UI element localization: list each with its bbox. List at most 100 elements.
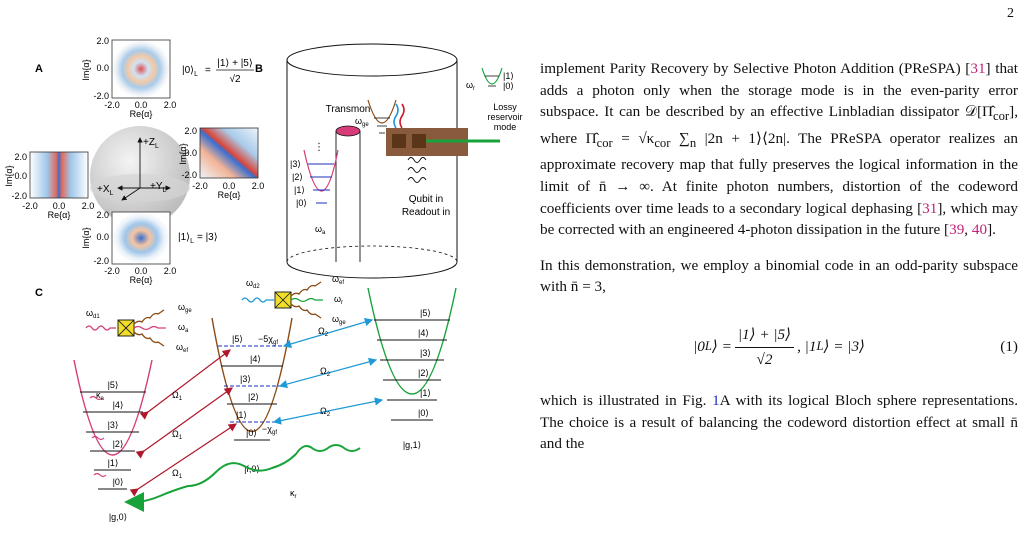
svg-text:0.0: 0.0 — [135, 266, 148, 276]
svg-text:ωr: ωr — [466, 80, 475, 92]
svg-text:κa: κa — [96, 390, 105, 402]
svg-text:0.0: 0.0 — [184, 148, 197, 158]
svg-text:|1⟩ + |5⟩: |1⟩ + |5⟩ — [217, 58, 253, 69]
logical-one-definition: |1⟩L= |3⟩ — [178, 232, 218, 245]
svg-text:-2.0: -2.0 — [192, 181, 208, 191]
paragraph-illustrated: which is illustrated in Fig. 1A with its… — [540, 392, 1018, 453]
svg-text:|5⟩: |5⟩ — [232, 334, 243, 344]
svg-text:|1⟩: |1⟩ — [236, 410, 247, 420]
svg-text:-2.0: -2.0 — [104, 100, 120, 110]
svg-text:−5χgf: −5χgf — [258, 334, 278, 346]
wigner-plot-top: 2.0 0.0 -2.0 -2.0 0.0 2.0 Re{α} Im{α} — [81, 36, 176, 119]
svg-text:ωge: ωge — [355, 116, 369, 128]
svg-text:|0⟩: |0⟩ — [113, 477, 124, 487]
svg-text:ωge: ωge — [332, 314, 346, 326]
paragraph-binomial: In this demonstration, we employ a binom… — [540, 256, 1018, 296]
svg-text:|4⟩: |4⟩ — [250, 354, 261, 364]
svg-text:+XL: +XL — [97, 184, 114, 197]
svg-text:ωa: ωa — [315, 224, 326, 236]
kappa-r-decay: κr — [124, 444, 361, 512]
svg-text:ωef: ωef — [332, 274, 344, 286]
svg-text:|1⟩: |1⟩ — [108, 458, 119, 468]
svg-text:|2⟩: |2⟩ — [292, 172, 303, 182]
svg-text:Re{α}: Re{α} — [130, 275, 153, 285]
svg-text:Re{α}: Re{α} — [218, 190, 241, 200]
paragraph-prespa: implement Parity Recovery by Selective P… — [540, 60, 1018, 239]
svg-text:|4⟩: |4⟩ — [418, 328, 429, 338]
svg-text:−χgf: −χgf — [262, 424, 277, 436]
svg-text:0.0: 0.0 — [135, 100, 148, 110]
svg-text:Readout in: Readout in — [402, 207, 450, 218]
drive-d1: ωd1 ωge ωa ωef — [85, 302, 192, 354]
bloch-sphere: +ZL +XL +YL — [90, 126, 190, 226]
svg-text:ωd2: ωd2 — [246, 278, 260, 290]
svg-text:ωa: ωa — [178, 322, 189, 334]
citation-link[interactable]: 40 — [971, 221, 988, 239]
svg-text:2.0: 2.0 — [184, 126, 197, 136]
page-number: 2 — [1007, 6, 1014, 21]
svg-text:0.0: 0.0 — [96, 232, 109, 242]
cavity-diagram — [286, 43, 458, 279]
svg-text:|3⟩: |3⟩ — [420, 348, 431, 358]
svg-text:Qubit in: Qubit in — [409, 194, 443, 205]
omega2-transitions: Ω2 Ω2 Ω2 — [272, 318, 384, 425]
svg-text:|3⟩: |3⟩ — [240, 374, 251, 384]
svg-text:+YL: +YL — [150, 181, 167, 194]
svg-text:2.0: 2.0 — [96, 210, 109, 220]
citation-link[interactable]: 31 — [922, 199, 938, 217]
svg-text:ωr: ωr — [334, 294, 343, 306]
well-f0: |5⟩ |4⟩ |3⟩ |2⟩ |1⟩ |0⟩ −5χgf −χgf |f,0⟩ — [211, 317, 293, 474]
storage-level-ladder: ⋮ |3⟩ |2⟩ |1⟩ |0⟩ ωa — [290, 142, 339, 236]
svg-text:Re{α}: Re{α} — [48, 210, 71, 220]
svg-text:|g,1⟩: |g,1⟩ — [403, 440, 421, 450]
svg-text:|g,0⟩: |g,0⟩ — [109, 512, 127, 522]
svg-text:mode: mode — [494, 122, 517, 132]
svg-text:ωef: ωef — [176, 342, 188, 354]
citation-link[interactable]: 39 — [949, 221, 965, 239]
svg-text:Im{α}: Im{α} — [4, 165, 14, 186]
svg-text:|4⟩: |4⟩ — [113, 400, 124, 410]
svg-text:√2: √2 — [229, 73, 240, 85]
svg-text:-2.0: -2.0 — [104, 266, 120, 276]
svg-text:|2⟩: |2⟩ — [418, 368, 429, 378]
svg-text:-2.0: -2.0 — [93, 256, 109, 266]
svg-text:Ω1: Ω1 — [172, 390, 183, 402]
svg-text:|0⟩: |0⟩ — [418, 408, 429, 418]
svg-text:2.0: 2.0 — [164, 100, 177, 110]
svg-text:+ZL: +ZL — [143, 137, 159, 150]
svg-text:Ω2: Ω2 — [318, 326, 329, 338]
svg-text:|3⟩: |3⟩ — [290, 159, 301, 169]
svg-text:0.0: 0.0 — [223, 181, 236, 191]
wigner-plot-left: 2.0 0.0 -2.0 -2.0 0.0 2.0 Re{α} Im{α} — [4, 151, 94, 220]
svg-text:0.0: 0.0 — [96, 63, 109, 73]
svg-text:Im{α}: Im{α} — [81, 59, 91, 80]
svg-text:ωge: ωge — [178, 302, 192, 314]
svg-text:0.0: 0.0 — [14, 171, 27, 181]
svg-text:ωd1: ωd1 — [86, 308, 100, 320]
qubit-chip: Qubit in Readout in — [386, 103, 500, 218]
svg-text:reservoir: reservoir — [487, 112, 522, 122]
svg-text:Re{α}: Re{α} — [130, 109, 153, 119]
logical-zero-definition: |0⟩L = |1⟩ + |5⟩ √2 — [182, 58, 254, 85]
svg-text:|0⟩L: |0⟩L — [182, 65, 198, 78]
svg-text:Ω1: Ω1 — [172, 429, 183, 441]
body-text-column: implement Parity Recovery by Selective P… — [540, 58, 1018, 469]
svg-text:-2.0: -2.0 — [181, 170, 197, 180]
omega1-transitions: Ω1 Ω1 Ω1 — [129, 349, 238, 497]
figure-link[interactable]: 1 — [712, 392, 720, 409]
citation-link[interactable]: 31 — [970, 60, 986, 77]
panel-a-letter: A — [35, 63, 43, 75]
svg-text:Ω1: Ω1 — [172, 468, 183, 480]
svg-text:Lossy: Lossy — [493, 102, 517, 112]
wigner-plot-bottom: 2.0 0.0 -2.0 -2.0 0.0 2.0 Re{α} Im{α} — [81, 210, 176, 285]
svg-text:Ω2: Ω2 — [320, 366, 331, 378]
svg-text:2.0: 2.0 — [252, 181, 265, 191]
svg-text:|2⟩: |2⟩ — [113, 439, 124, 449]
drive-d2: ωd2 ωef ωr ωge — [241, 274, 346, 326]
panel-c-letter: C — [35, 287, 43, 299]
svg-text:-2.0: -2.0 — [11, 191, 27, 201]
svg-text:0.0: 0.0 — [53, 201, 66, 211]
svg-text:Im{α}: Im{α} — [178, 143, 188, 164]
equation-number: (1) — [1000, 338, 1018, 356]
